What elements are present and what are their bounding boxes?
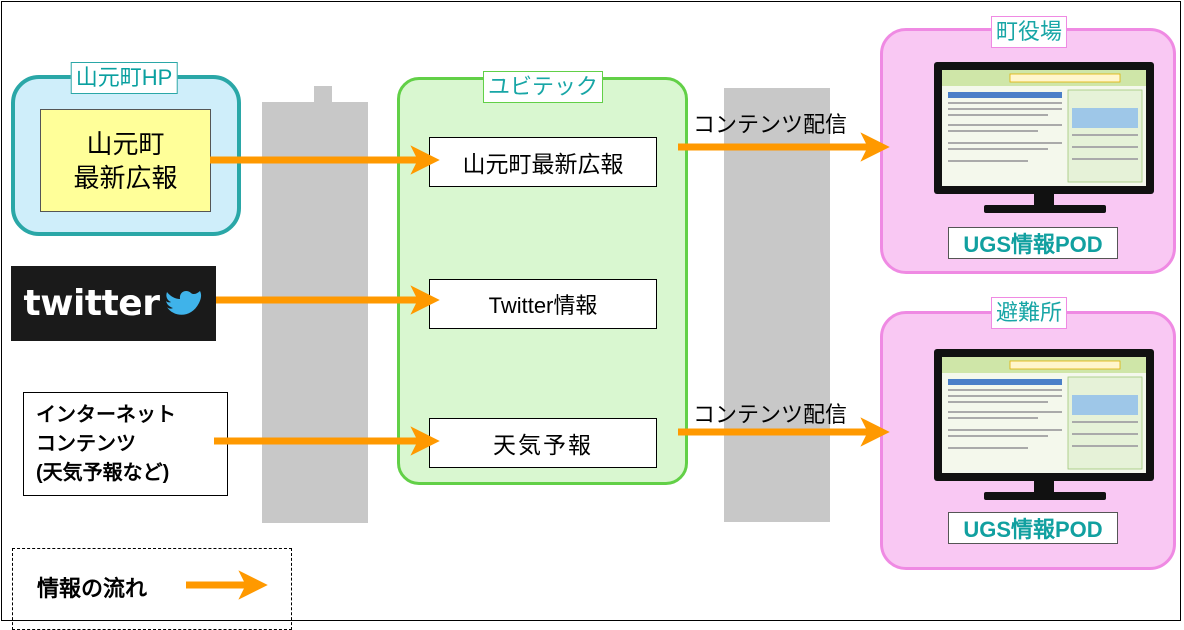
grey-column-left: [262, 102, 368, 523]
grey-column-right: [724, 88, 830, 522]
twitter-logo-text: twitter: [23, 283, 160, 324]
edge-label-delivery-2: コンテンツ配信: [693, 402, 848, 427]
legend-label: 情報の流れ: [37, 576, 148, 601]
town-hall-pod-label: UGS情報POD: [948, 227, 1118, 259]
yamamoto-hp-label: 山元町HP: [70, 62, 178, 94]
ubitec-item-twitter: Twitter情報: [429, 279, 657, 329]
twitter-bird-icon: [166, 290, 202, 315]
twitter-logo: twitter: [11, 266, 216, 341]
ubitec-item-bulletin: 山元町最新広報: [429, 137, 657, 187]
internet-contents-box: インターネット コンテンツ (天気予報など): [23, 392, 228, 496]
shelter-label: 避難所: [990, 297, 1068, 329]
ubitec-item-weather: 天気予報: [429, 418, 657, 468]
bulletin-source-box: 山元町 最新広報: [40, 109, 211, 212]
town-hall-label: 町役場: [990, 16, 1068, 48]
edge-label-delivery-1: コンテンツ配信: [693, 112, 848, 137]
ubitec-label: ユビテック: [482, 71, 604, 103]
grey-column-left-tab: [314, 86, 332, 104]
shelter-pod-label: UGS情報POD: [948, 512, 1118, 544]
